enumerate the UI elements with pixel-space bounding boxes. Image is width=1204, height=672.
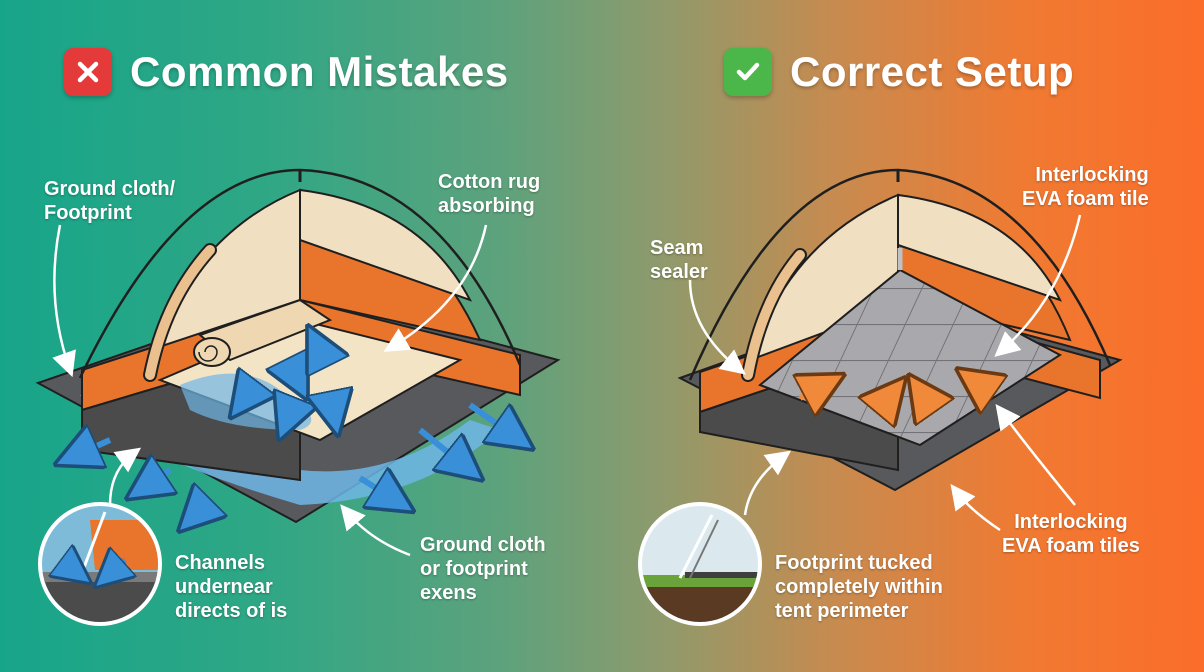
water-flow-arrows [70, 340, 520, 520]
label-ground-cloth-extends: Ground cloth or footprint exens [420, 534, 546, 604]
label-footprint-tucked: Footprint tucked completely within tent … [775, 552, 943, 622]
tile-arrows [800, 378, 990, 408]
label-interlocking-tile: Interlocking EVA foam tile [1022, 164, 1149, 210]
label-interlocking-tiles: Interlocking EVA foam tiles [1002, 511, 1140, 557]
check-mark-icon [724, 48, 772, 96]
label-channels: Channels undernear directs of is [175, 552, 288, 622]
right-title: Correct Setup [790, 48, 1075, 95]
right-header: Correct Setup [724, 42, 1074, 102]
label-ground-cloth: Ground cloth/ Footprint [44, 178, 176, 224]
x-mark-icon [64, 48, 112, 96]
left-title: Common Mistakes [130, 48, 509, 95]
label-cotton-rug: Cotton rug absorbing [438, 171, 541, 217]
label-seam-sealer: Seam sealer [650, 237, 708, 283]
right-tent [677, 168, 1123, 492]
right-inset-magnifier [638, 502, 762, 626]
left-inset-magnifier [38, 502, 162, 626]
left-tent [35, 168, 561, 522]
left-header: Common Mistakes [64, 42, 509, 102]
cotton-rug-roll [193, 298, 333, 367]
